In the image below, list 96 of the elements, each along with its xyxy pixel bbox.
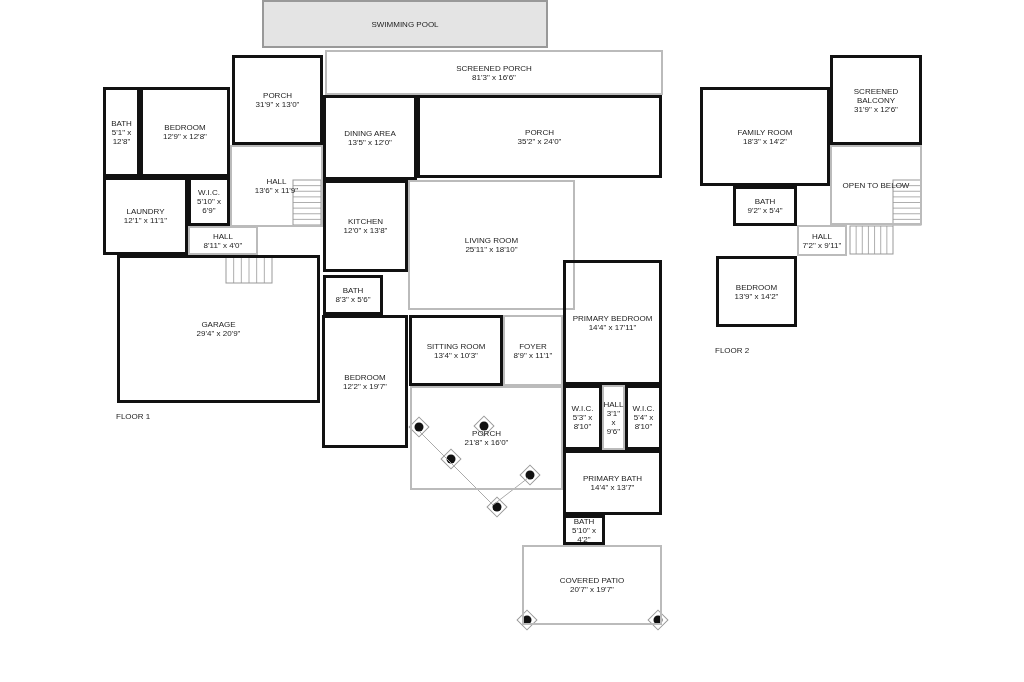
room-dimensions: 25'11" x 18'10" <box>464 245 519 254</box>
room-name: HALL <box>811 231 833 241</box>
room-dimensions: 8'11" x 4'0" <box>202 240 244 250</box>
room-outline <box>140 87 230 177</box>
room-name: BEDROOM <box>734 282 779 292</box>
open-area-outline <box>408 180 575 310</box>
room-dimensions: 21'8" x 16'0" <box>463 438 510 447</box>
room-name: PORCH <box>524 127 555 137</box>
room-dimensions: 5'3" x 8'10" <box>571 413 594 431</box>
room-outline <box>563 260 662 385</box>
room-dimensions: 12'2" x 19'7" <box>342 381 388 391</box>
room-name: W.I.C. <box>197 188 221 197</box>
open-area-outline <box>410 386 563 490</box>
open-area-outline <box>602 385 625 450</box>
room-name: PORCH <box>262 91 293 100</box>
room-dimensions: 29'4" x 20'9" <box>195 329 242 338</box>
room-dimensions: 31'9" x 13'0" <box>254 100 301 109</box>
room-dimensions: 12'1" x 11'1" <box>122 216 169 225</box>
room-name: W.I.C. <box>631 404 656 413</box>
open-area-outline <box>188 226 258 255</box>
room-name: KITCHEN <box>346 217 385 226</box>
room-dimensions: 5'1" x 12'8" <box>110 127 133 146</box>
room-dimensions: 13'6" x 11'9" <box>253 186 300 195</box>
room-dimensions: 31'9" x 12'6" <box>853 104 899 114</box>
room-name: HALL <box>265 177 288 186</box>
floor-label: FLOOR 1 <box>116 412 151 421</box>
room-dimensions: 9'2" x 5'4" <box>746 206 784 215</box>
room-name: SCREENED BALCONY <box>852 86 900 105</box>
room-outline <box>188 177 230 226</box>
room-name: BATH <box>341 286 365 295</box>
room-name: FAMILY ROOM <box>736 127 794 137</box>
room-dimensions: 5'10" x 4'2" <box>571 525 597 544</box>
room-name: SWIMMING POOL <box>370 19 440 29</box>
room-name: BATH <box>110 118 133 128</box>
room-outline <box>232 55 323 145</box>
room-name: LAUNDRY <box>125 207 166 216</box>
room-dimensions: 14'4" x 17'11" <box>587 322 638 332</box>
room-dimensions: 7'2" x 9'11" <box>801 240 843 250</box>
room-dimensions: 20'7" x 19'7" <box>569 585 615 594</box>
room-name: HALL <box>212 231 234 241</box>
room-outline <box>830 55 922 145</box>
room-dimensions: 13'5" x 12'0" <box>347 137 393 147</box>
room-dimensions: 13'4" x 10'3" <box>433 350 479 360</box>
room-outline <box>563 450 662 515</box>
room-name: BEDROOM <box>163 123 207 132</box>
room-outline <box>323 95 417 180</box>
room-name: OPEN TO BELOW <box>841 180 911 190</box>
room-dimensions: 8'3" x 5'6" <box>334 295 372 304</box>
room-name: HALL <box>602 399 625 409</box>
room-outline <box>625 385 662 450</box>
open-area-outline <box>503 315 563 386</box>
room-outline <box>733 186 797 226</box>
open-area-outline <box>830 145 922 225</box>
room-dimensions: 18'3" x 14'2" <box>742 136 788 146</box>
room-name: LIVING ROOM <box>463 236 520 245</box>
room-dimensions: 12'0" x 13'8" <box>342 226 389 235</box>
room-name: BATH <box>753 197 777 206</box>
room-name: PRIMARY BEDROOM <box>571 313 654 323</box>
room-name: W.I.C. <box>570 404 595 413</box>
room-dimensions: 35'2" x 24'0" <box>516 136 563 146</box>
room-name: SCREENED PORCH <box>455 63 533 73</box>
room-outline <box>322 315 408 448</box>
room-outline <box>323 275 383 315</box>
room-name: FOYER <box>518 341 548 351</box>
room-dimensions: 12'9" x 12'8" <box>162 132 208 141</box>
swimming-pool <box>262 0 548 48</box>
open-area-outline <box>230 145 323 227</box>
open-area-outline <box>797 225 847 256</box>
room-outline <box>117 255 320 403</box>
room-name: PRIMARY BATH <box>581 473 644 483</box>
room-outline <box>103 87 140 177</box>
room-name: SITTING ROOM <box>425 341 487 351</box>
room-outline <box>716 256 797 327</box>
room-outline <box>417 95 662 178</box>
room-outline <box>700 87 830 186</box>
room-name: COVERED PATIO <box>558 576 626 585</box>
room-name: BEDROOM <box>343 372 387 382</box>
room-outline <box>409 315 503 386</box>
room-outline <box>563 385 602 450</box>
room-dimensions: 14'4" x 13'7" <box>589 482 636 492</box>
room-dimensions: 81'3" x 16'6" <box>471 72 517 82</box>
room-outline <box>323 180 408 272</box>
room-dimensions: 5'4" x 8'10" <box>632 413 655 431</box>
room-name: GARAGE <box>200 320 237 329</box>
open-area-outline <box>522 545 662 625</box>
room-name: DINING AREA <box>343 128 397 138</box>
room-outline <box>563 515 605 545</box>
room-dimensions: 8'9" x 11'1" <box>512 350 554 360</box>
floor-label: FLOOR 2 <box>715 346 750 355</box>
room-dimensions: 13'9" x 14'2" <box>733 291 780 301</box>
room-name: PORCH <box>471 429 502 438</box>
room-name: BATH <box>572 516 596 526</box>
room-dimensions: 3'1" x 9'6" <box>605 408 622 436</box>
room-outline <box>103 177 188 255</box>
open-area-outline <box>325 50 663 95</box>
room-dimensions: 5'10" x 6'9" <box>196 197 222 215</box>
